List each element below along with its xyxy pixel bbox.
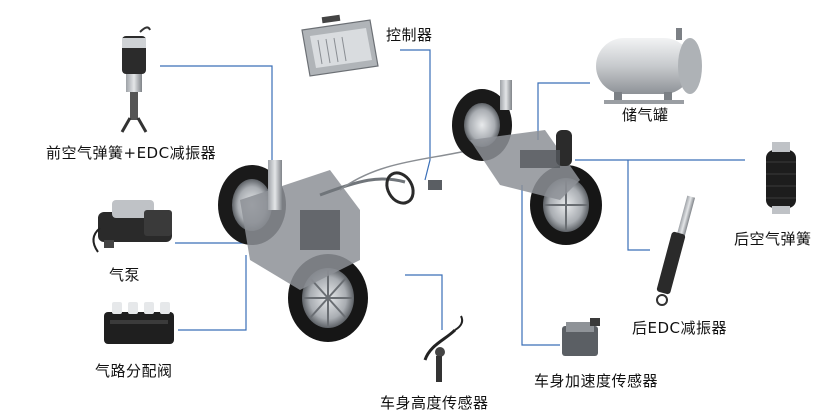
air-tank-image <box>596 28 702 104</box>
label-air-distribution-valve: 气路分配阀 <box>95 362 173 380</box>
controller-image <box>301 14 379 77</box>
height-sensor-image <box>423 315 464 382</box>
leader-lines <box>160 49 745 346</box>
label-rear-air-spring: 后空气弹簧 <box>734 230 812 248</box>
leader-controller <box>400 49 431 181</box>
label-rear-edc-damper: 后EDC减振器 <box>632 319 728 337</box>
air-suspension-diagram <box>92 14 796 382</box>
leader-valve <box>178 255 247 331</box>
label-controller: 控制器 <box>386 26 433 44</box>
leader-rear-damper <box>627 160 650 251</box>
chassis-assembly-image <box>218 80 602 342</box>
front-air-spring-edc-image <box>120 26 151 133</box>
label-height-sensor: 车身高度传感器 <box>380 394 489 412</box>
label-body-acceleration-sensor: 车身加速度传感器 <box>534 372 659 390</box>
leader-air-tank <box>537 82 590 140</box>
label-air-tank: 储气罐 <box>622 106 669 124</box>
rear-edc-damper-image <box>656 195 696 306</box>
label-air-pump: 气泵 <box>109 266 141 284</box>
label-front-air-spring-edc: 前空气弹簧+EDC减振器 <box>46 144 217 162</box>
leader-front-spring <box>160 65 273 170</box>
leader-height-sensor <box>405 274 443 330</box>
body-acceleration-sensor-image <box>562 318 600 356</box>
leader-body-sensor <box>521 185 560 346</box>
air-distribution-valve-image <box>104 302 174 344</box>
rear-air-spring-image <box>766 142 796 214</box>
air-pump-image <box>92 200 172 253</box>
